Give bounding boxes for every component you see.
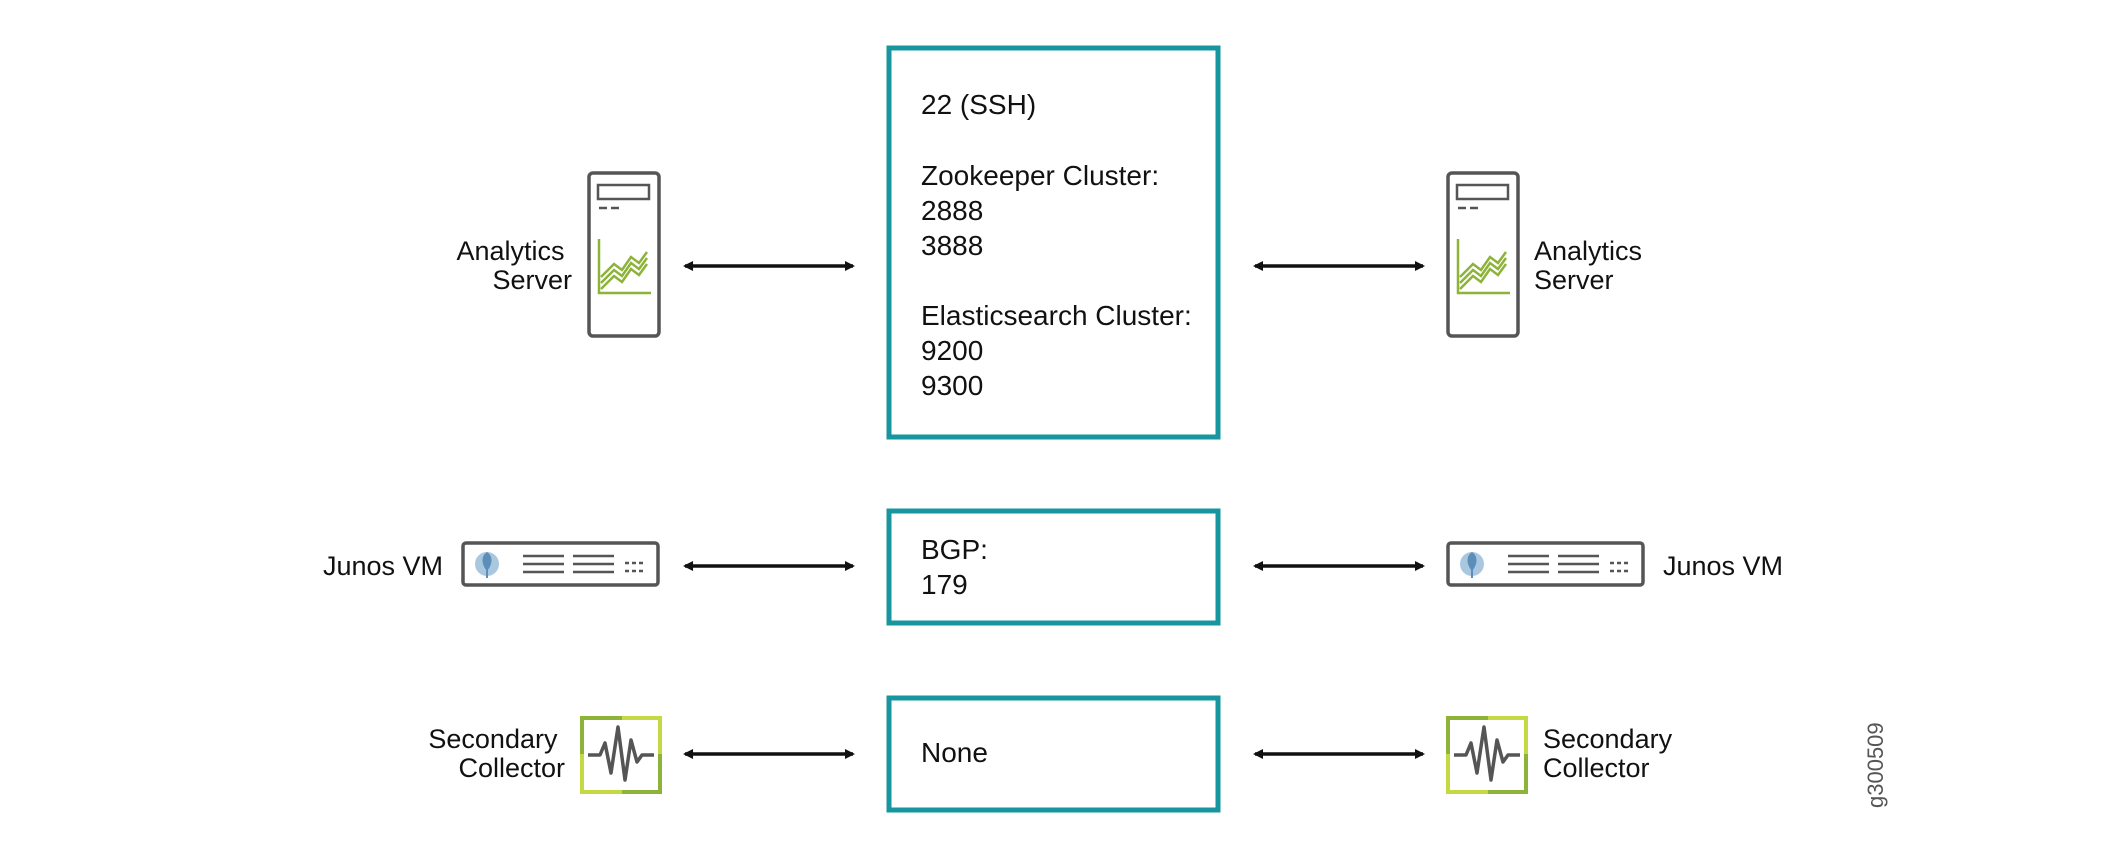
right-device-label: Junos VM: [1663, 551, 1783, 581]
junos-vm-icon: [1446, 541, 1645, 587]
left-device-label: Secondary Collector: [428, 724, 565, 783]
figure-id: g300509: [1863, 722, 1888, 808]
analytics-server-icon: [1446, 171, 1520, 338]
right-device-label: Analytics Server: [1534, 236, 1650, 295]
port-box-none: [886, 695, 1221, 813]
port-box-bgp: [886, 508, 1221, 626]
junos-vm-icon: [461, 541, 660, 587]
left-device-label: Junos VM: [323, 551, 443, 581]
port-box-none-text: None: [921, 737, 988, 768]
right-device-label: Secondary Collector: [1543, 724, 1680, 783]
secondary-collector-icon: [580, 716, 662, 794]
row-analytics-server: Analytics Server 22 (SSH) Zookeeper Clus…: [456, 45, 1650, 440]
left-device-label: Analytics Server: [456, 236, 572, 295]
secondary-collector-icon: [1446, 716, 1528, 794]
row-secondary-collector: Secondary Collector None Secondary Colle…: [428, 695, 1680, 813]
port-box-analytics: [886, 45, 1221, 440]
row-junos-vm: Junos VM BGP: 179: [323, 508, 1783, 626]
analytics-server-icon: [587, 171, 661, 338]
port-box-bgp-text: BGP: 179: [921, 534, 996, 600]
port-box-analytics-text: 22 (SSH) Zookeeper Cluster: 2888 3888 El…: [921, 89, 1200, 401]
